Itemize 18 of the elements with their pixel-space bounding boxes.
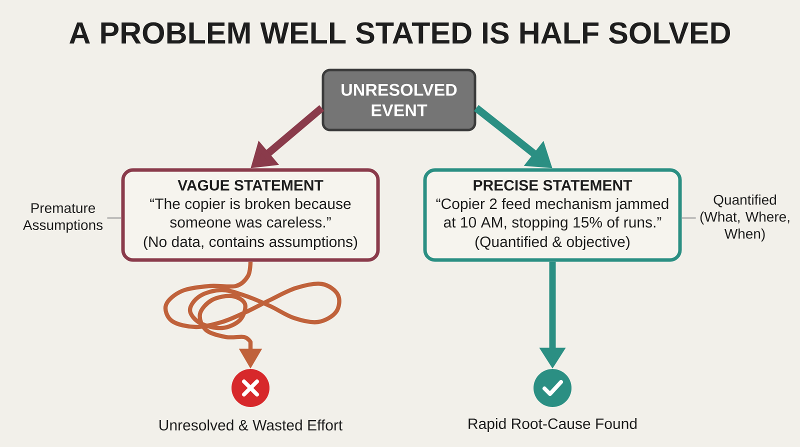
leader-line bbox=[682, 217, 696, 219]
note-text: (No data, contains assumptions) bbox=[144, 236, 358, 250]
title: A PROBLEM WELL STATED IS HALF SOLVED bbox=[70, 22, 730, 44]
annotation-text: Quantified (What, Where, When) bbox=[700, 194, 790, 242]
leader-line bbox=[107, 217, 122, 219]
card-heading: PRECISE STATEMENT bbox=[474, 180, 632, 191]
quote-text: “The copier is broken because someone was careless.” bbox=[150, 198, 351, 228]
check-icon bbox=[534, 369, 572, 407]
outcome-label: Unresolved & Wasted Effort bbox=[160, 420, 343, 430]
cross-icon bbox=[232, 369, 270, 407]
statement-card bbox=[121, 168, 380, 262]
outcome-label: Rapid Root-Cause Found bbox=[468, 418, 637, 432]
statement-card bbox=[423, 168, 682, 262]
event-box: UNRESOLVED EVENT bbox=[322, 68, 476, 132]
quote-text: “Copier 2 feed mechanism jammed at 10 AM, stopping 15% of runs.” bbox=[436, 198, 668, 231]
note-text: (Quantified & objective) bbox=[475, 236, 630, 250]
card-heading: VAGUE STATEMENT bbox=[178, 180, 324, 191]
annotation-text: Premature Assumptions bbox=[22, 203, 103, 233]
